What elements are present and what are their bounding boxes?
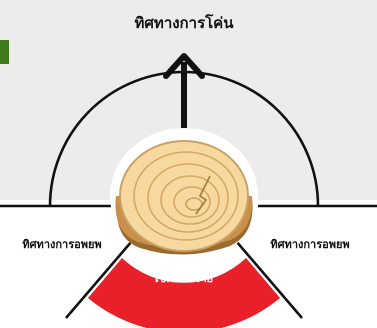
escape-label-right: ทิศทางการอพยพ — [270, 238, 349, 251]
danger-zone-label: เขตอันตราย — [155, 272, 213, 285]
green-mark — [0, 40, 9, 64]
fall-direction-label: ทิศทางการโค่น — [135, 13, 235, 32]
danger-zone — [88, 258, 280, 328]
escape-label-left: ทิศทางการอพยพ — [22, 238, 101, 251]
tree-stump-icon — [110, 128, 258, 264]
